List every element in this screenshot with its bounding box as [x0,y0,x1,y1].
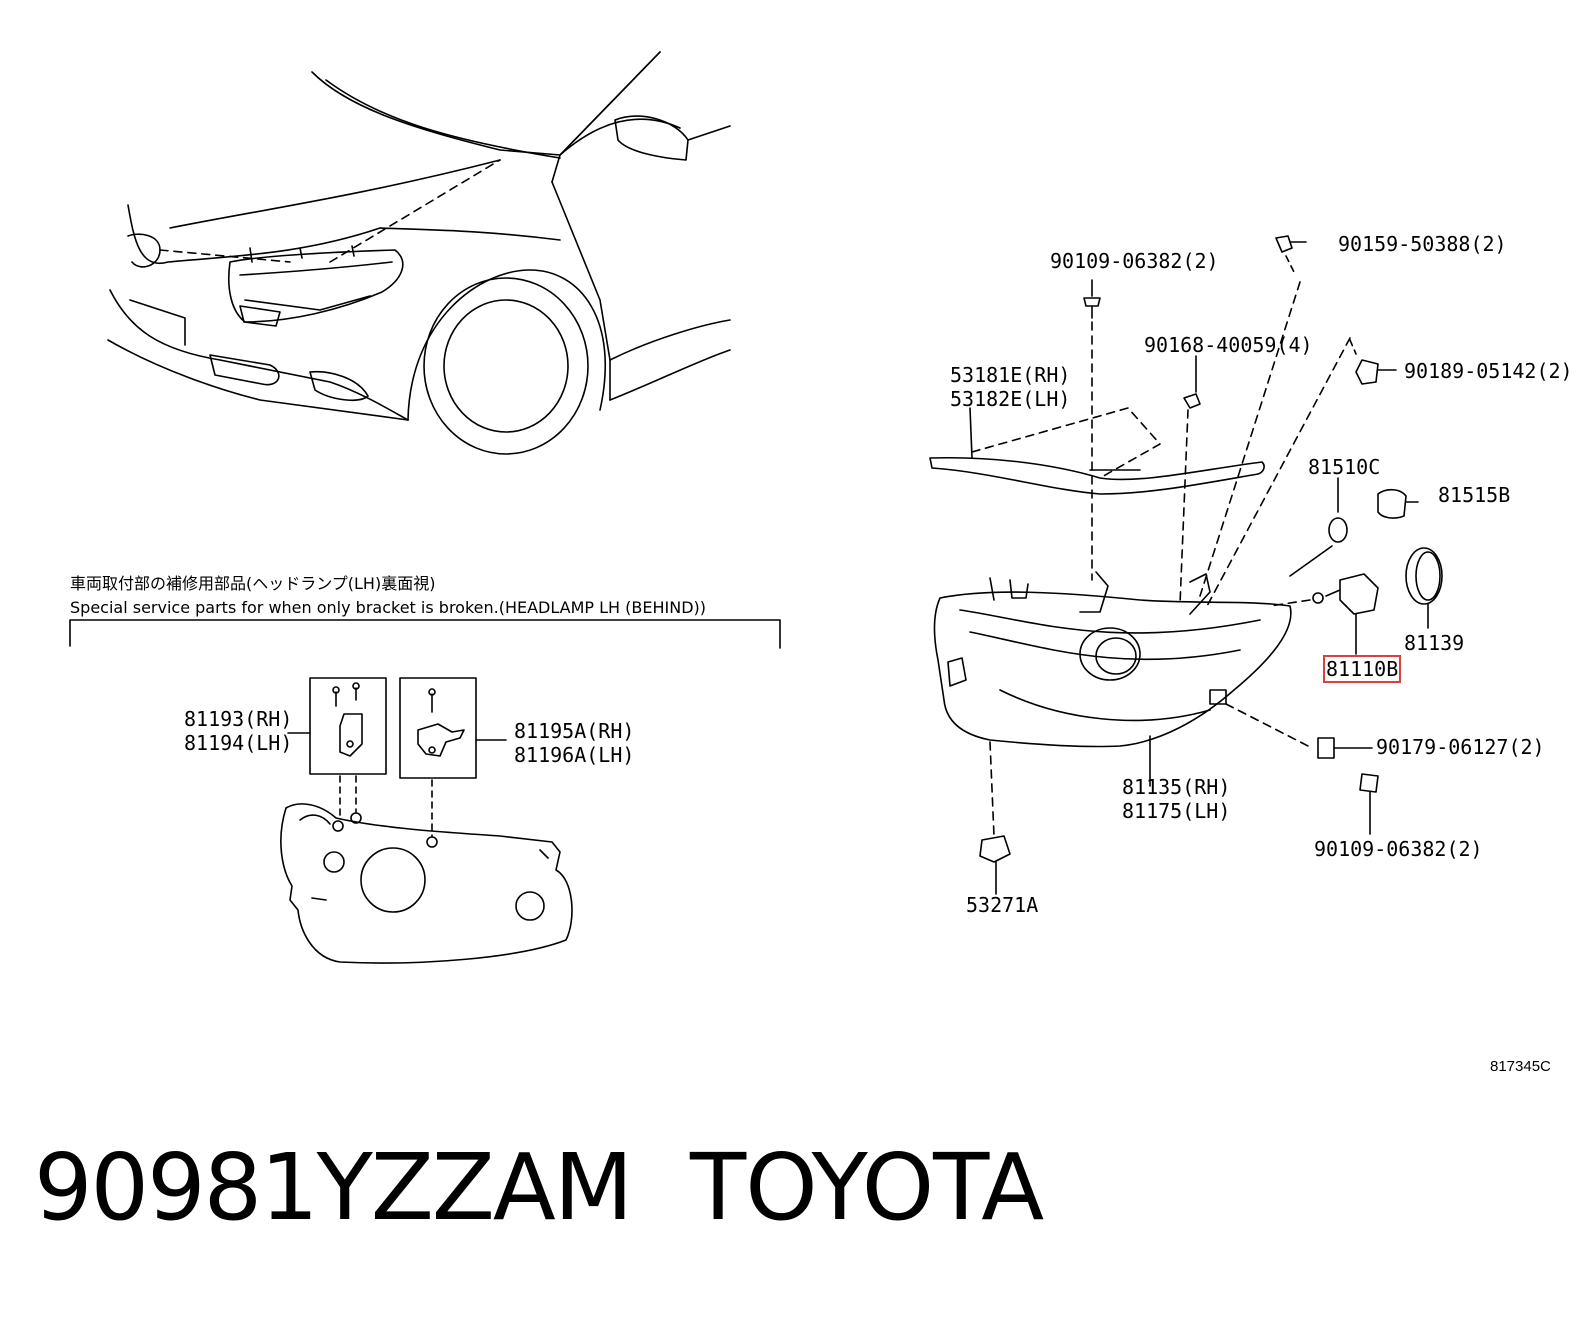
part-label-81110b[interactable]: 81110B [1322,655,1402,683]
part-label-90168[interactable]: 90168-40059(4) [1144,333,1313,357]
part-label-81194[interactable]: 81194(LH) [184,731,293,755]
car-illustration [107,51,731,455]
part-label-53181e[interactable]: 53181E(RH) [950,363,1071,387]
part-label-90179[interactable]: 90179-06127(2) [1376,735,1545,759]
part-label-53271a[interactable]: 53271A [966,893,1039,917]
part-label-90109-bottom[interactable]: 90109-06382(2) [1314,837,1483,861]
footer-brand: TOYOTA [690,1134,1044,1241]
part-label-53182e[interactable]: 53182E(LH) [950,387,1071,411]
part-label-81193[interactable]: 81193(RH) [184,707,293,731]
headlamp-exploded [929,235,1443,895]
note-english: Special service parts for when only brac… [70,598,707,617]
part-label-81515b[interactable]: 81515B [1438,483,1511,507]
illustration-id: 817345C [1490,1058,1551,1075]
part-label-90109-top[interactable]: 90109-06382(2) [1050,249,1219,273]
part-label-81135[interactable]: 81135(RH) [1122,775,1231,799]
part-label-90159[interactable]: 90159-50388(2) [1338,232,1507,256]
part-label-81510c[interactable]: 81510C [1308,455,1381,479]
note-japanese: 車両取付部の補修用部品(ヘッドランプ(LH)裏面視) [70,574,436,593]
part-label-81195a[interactable]: 81195A(RH) [514,719,635,743]
part-label-81196a[interactable]: 81196A(LH) [514,743,635,767]
footer-part-number: 90981YZZAM [34,1134,633,1241]
part-label-81175[interactable]: 81175(LH) [1122,799,1231,823]
part-label-81139[interactable]: 81139 [1404,631,1465,655]
bracket-inset [69,619,781,964]
part-label-90189[interactable]: 90189-05142(2) [1404,359,1573,383]
